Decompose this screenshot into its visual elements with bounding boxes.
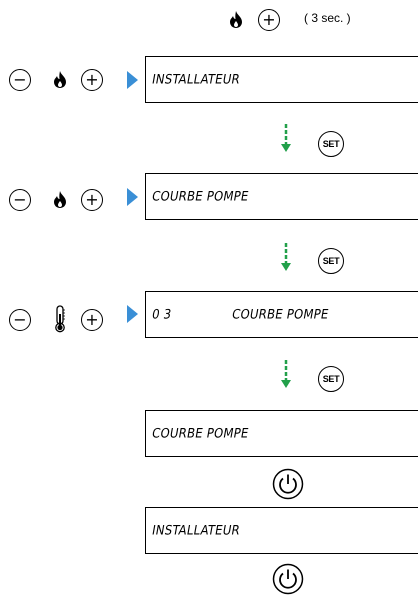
plus-label: + xyxy=(85,69,99,89)
flame-icon xyxy=(53,191,67,208)
plus-button[interactable]: + xyxy=(258,9,280,31)
plus-label: + xyxy=(262,9,276,29)
minus-button[interactable]: − xyxy=(9,189,31,211)
set-label: SET xyxy=(322,374,340,384)
power-icon[interactable] xyxy=(272,468,304,500)
lcd-text: COURBE POMPE xyxy=(150,426,250,441)
down-arrow-icon xyxy=(280,243,292,273)
flame-icon xyxy=(229,11,243,28)
set-button[interactable]: SET xyxy=(318,248,344,274)
set-button[interactable]: SET xyxy=(318,131,344,157)
plus-label: + xyxy=(85,309,99,329)
lcd-text: INSTALLATEUR xyxy=(150,523,242,538)
lcd-value: 0 3 xyxy=(150,307,173,322)
pointer-arrow xyxy=(127,188,138,206)
lcd-text: INSTALLATEUR xyxy=(150,72,242,87)
minus-button[interactable]: − xyxy=(9,69,31,91)
lcd-screen: 0 3 COURBE POMPE xyxy=(145,291,418,338)
lcd-text: COURBE POMPE xyxy=(230,307,330,322)
minus-button[interactable]: − xyxy=(9,309,31,331)
plus-button[interactable]: + xyxy=(81,309,103,331)
lcd-screen: INSTALLATEUR xyxy=(145,56,418,103)
lcd-text: COURBE POMPE xyxy=(150,189,250,204)
minus-label: − xyxy=(13,189,27,209)
lcd-screen: COURBE POMPE xyxy=(145,173,418,220)
plus-button[interactable]: + xyxy=(81,69,103,91)
set-button[interactable]: SET xyxy=(318,366,344,392)
power-icon[interactable] xyxy=(272,563,304,595)
lcd-screen: INSTALLATEUR xyxy=(145,507,418,554)
pointer-arrow xyxy=(127,71,138,89)
minus-label: − xyxy=(13,309,27,329)
down-arrow-icon xyxy=(280,124,292,154)
set-label: SET xyxy=(322,256,340,266)
lcd-screen: COURBE POMPE xyxy=(145,410,418,457)
minus-label: − xyxy=(13,69,27,89)
timing-label: ( 3 sec. ) xyxy=(304,11,351,25)
set-label: SET xyxy=(322,139,340,149)
down-arrow-icon xyxy=(280,360,292,390)
thermometer-icon xyxy=(53,305,67,333)
plus-button[interactable]: + xyxy=(81,189,103,211)
flame-icon xyxy=(53,71,67,88)
plus-label: + xyxy=(85,189,99,209)
pointer-arrow xyxy=(127,305,138,323)
